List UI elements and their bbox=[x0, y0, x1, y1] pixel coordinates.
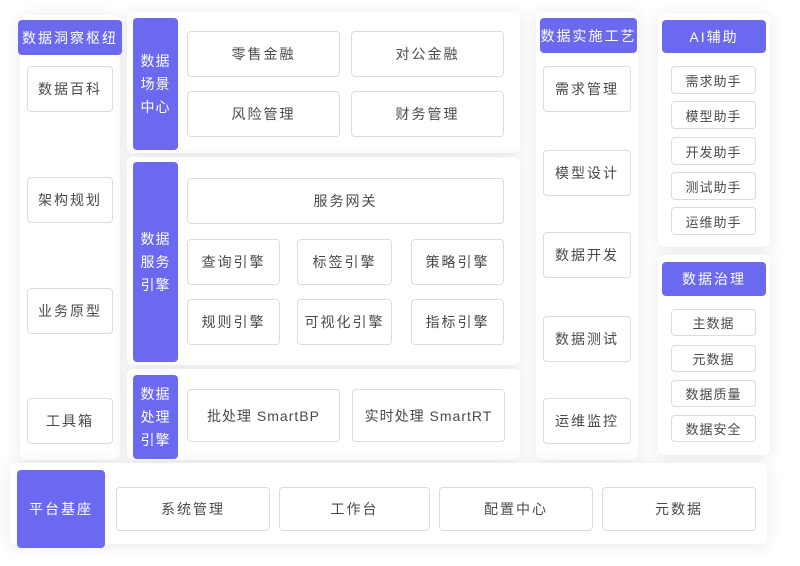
governance-item: 主数据 bbox=[671, 309, 756, 336]
ai-assist-item: 运维助手 bbox=[671, 207, 756, 235]
ai-assist-header: AI辅助 bbox=[662, 20, 766, 53]
governance-header: 数据治理 bbox=[662, 262, 766, 296]
service-engine-item: 策略引擎 bbox=[411, 239, 504, 285]
implementation-item: 运维监控 bbox=[543, 398, 631, 444]
platform-base-item: 工作台 bbox=[279, 487, 430, 531]
implementation-item: 数据测试 bbox=[543, 316, 631, 362]
processing-engine-item: 批处理 SmartBP bbox=[187, 389, 340, 442]
platform-base-item: 系统管理 bbox=[116, 487, 270, 531]
ai-assist-item: 测试助手 bbox=[671, 172, 756, 200]
implementation-item: 数据开发 bbox=[543, 232, 631, 278]
ai-assist-item: 开发助手 bbox=[671, 137, 756, 165]
ai-assist-item: 模型助手 bbox=[671, 101, 756, 129]
implementation-header: 数据实施工艺 bbox=[540, 18, 637, 53]
service-gateway: 服务网关 bbox=[187, 178, 504, 224]
governance-item: 数据安全 bbox=[671, 415, 756, 442]
scene-center-title: 数据场景中心 bbox=[140, 52, 171, 115]
scene-center-header: 数据场景中心 bbox=[133, 18, 178, 150]
service-engine-header: 数据服务引擎 bbox=[133, 162, 178, 362]
service-engine-item: 标签引擎 bbox=[297, 239, 392, 285]
scene-center-item: 对公金融 bbox=[351, 31, 504, 77]
insight-hub-item: 数据百科 bbox=[27, 66, 113, 112]
platform-base-item: 配置中心 bbox=[439, 487, 593, 531]
governance-item: 数据质量 bbox=[671, 380, 756, 407]
service-engine-item: 规则引擎 bbox=[187, 299, 280, 345]
ai-assist-item: 需求助手 bbox=[671, 66, 756, 94]
insight-hub-item: 业务原型 bbox=[27, 288, 113, 334]
scene-center-item: 财务管理 bbox=[351, 91, 504, 137]
scene-center-item: 风险管理 bbox=[187, 91, 340, 137]
insight-hub-header: 数据洞察枢纽 bbox=[18, 20, 122, 55]
service-engine-item: 查询引擎 bbox=[187, 239, 280, 285]
scene-center-item: 零售金融 bbox=[187, 31, 340, 77]
processing-engine-item: 实时处理 SmartRT bbox=[352, 389, 505, 442]
processing-engine-title: 数据处理引擎 bbox=[140, 385, 171, 448]
implementation-item: 需求管理 bbox=[543, 66, 631, 112]
service-engine-item: 可视化引擎 bbox=[297, 299, 392, 345]
insight-hub-item: 工具箱 bbox=[27, 398, 113, 444]
service-engine-title: 数据服务引擎 bbox=[140, 230, 171, 293]
platform-base-item: 元数据 bbox=[602, 487, 756, 531]
governance-item: 元数据 bbox=[671, 345, 756, 372]
platform-base-header: 平台基座 bbox=[17, 470, 105, 548]
service-engine-item: 指标引擎 bbox=[411, 299, 504, 345]
insight-hub-item: 架构规划 bbox=[27, 177, 113, 223]
implementation-item: 模型设计 bbox=[543, 150, 631, 196]
processing-engine-header: 数据处理引擎 bbox=[133, 375, 178, 459]
